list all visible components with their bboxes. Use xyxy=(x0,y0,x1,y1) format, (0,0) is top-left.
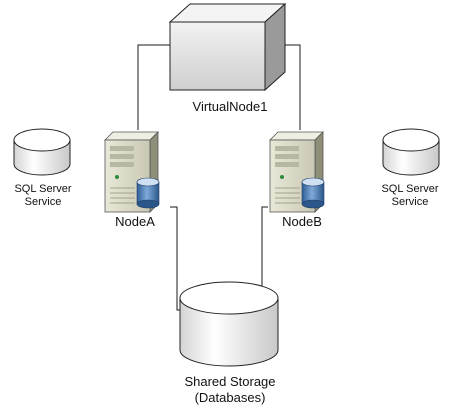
nodea-label: NodeA xyxy=(115,214,155,229)
sql-service-a-label-line1: SQL Server xyxy=(14,183,72,195)
virtual-node-box-icon xyxy=(168,2,287,92)
sql-service-a-database-icon xyxy=(13,128,71,176)
nodea-database-icon xyxy=(136,177,160,209)
nodeb-server-icon xyxy=(269,131,324,213)
shared-storage-label-line1: Shared Storage xyxy=(184,374,276,389)
shared-storage-label-line2: (Databases) xyxy=(194,390,266,405)
nodeb-label: NodeB xyxy=(282,214,322,229)
sql-service-a-label-line2: Service xyxy=(24,196,62,208)
shared-storage-label: Shared Storage (Databases) xyxy=(150,374,310,406)
sql-service-b-label: SQL Server Service xyxy=(365,183,455,209)
shared-storage-database-icon xyxy=(179,281,279,367)
sql-service-b-database-icon xyxy=(382,128,440,176)
connector-virtualnode-nodea xyxy=(137,44,170,130)
sql-service-b-label-line2: Service xyxy=(391,196,429,208)
sql-service-b-label-line1: SQL Server xyxy=(381,183,439,195)
virtual-node-label: VirtualNode1 xyxy=(192,99,268,114)
nodeb-database-icon xyxy=(301,177,325,209)
sql-service-a-label: SQL Server Service xyxy=(0,183,88,209)
